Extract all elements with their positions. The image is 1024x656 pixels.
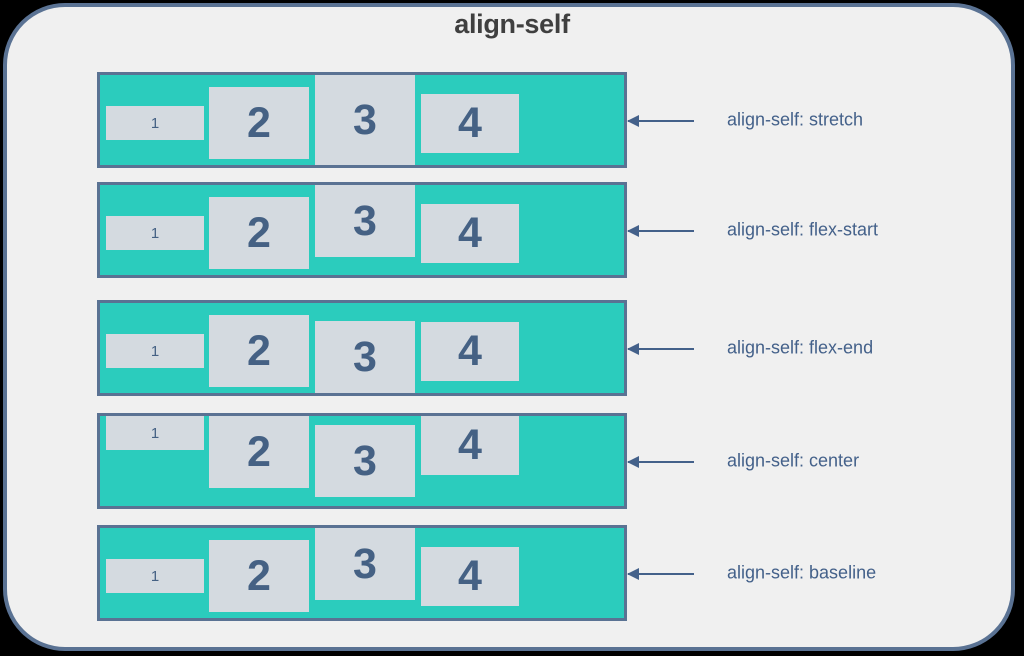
- flex-item-3: 3: [315, 425, 415, 497]
- flex-item-1: 1: [106, 334, 204, 368]
- flex-item-2: 2: [209, 315, 309, 387]
- flex-item-4: 4: [421, 547, 519, 606]
- flex-item-1: 1: [106, 416, 204, 450]
- flex-item-2: 2: [209, 87, 309, 159]
- caption-baseline: align-self: baseline: [727, 562, 877, 583]
- flex-item-3: 3: [315, 185, 415, 257]
- flex-item-1: 1: [106, 216, 204, 250]
- arrow-icon-baseline: [627, 568, 694, 580]
- flex-item-4: 4: [421, 322, 519, 381]
- caption-flex-start: align-self: flex-start: [727, 219, 879, 240]
- flex-item-1: 1: [106, 559, 204, 593]
- arrow-icon-flex-start: [627, 225, 694, 237]
- flex-item-3: 3: [315, 75, 415, 165]
- flex-item-4: 4: [421, 94, 519, 153]
- page-title: align-self: [454, 9, 570, 39]
- arrow-icon-center: [627, 456, 694, 468]
- flex-item-2: 2: [209, 197, 309, 269]
- flex-item-2: 2: [209, 416, 309, 488]
- caption-flex-end: align-self: flex-end: [727, 337, 874, 358]
- flex-item-4: 4: [421, 204, 519, 263]
- flex-item-1: 1: [106, 106, 204, 140]
- arrow-icon-flex-end: [627, 343, 694, 355]
- arrow-icon-stretch: [627, 115, 694, 127]
- flex-item-2: 2: [209, 540, 309, 612]
- flex-item-3: 3: [315, 321, 415, 393]
- caption-stretch: align-self: stretch: [727, 109, 864, 130]
- flex-item-4: 4: [421, 416, 519, 475]
- flex-item-3: 3: [315, 528, 415, 600]
- caption-center: align-self: center: [727, 450, 860, 471]
